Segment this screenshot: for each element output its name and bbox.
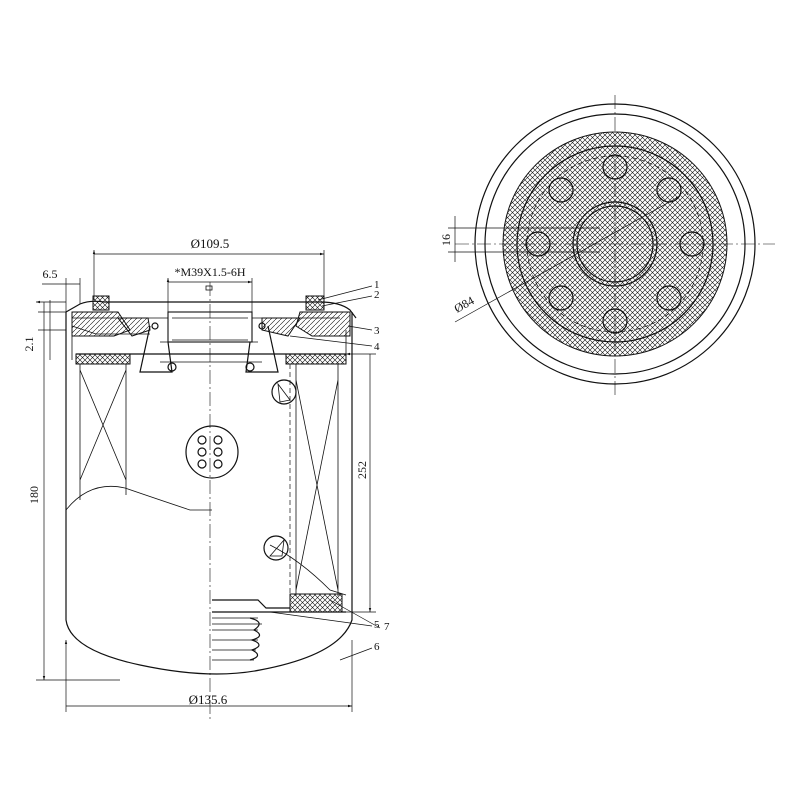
cutaway-line-2: [269, 544, 347, 596]
port-holes: [525, 154, 705, 334]
o-ring-right: [245, 362, 255, 372]
callout-7: 7: [384, 621, 390, 633]
dim-252: 252: [355, 461, 369, 479]
callout-2: 2: [374, 289, 380, 301]
dim-180: 180: [27, 486, 41, 504]
port-hole-4: [656, 285, 682, 311]
dim-2-1: 2.1: [22, 337, 36, 352]
port-hole-8: [548, 177, 574, 203]
dim-line-252: [346, 354, 376, 612]
dim-line-135-6: [66, 640, 352, 712]
gasket-ring: [502, 131, 728, 357]
port-hole-1: [602, 154, 628, 180]
centre-thread-outer: [572, 201, 658, 287]
upper-end-cap-left: [75, 353, 131, 365]
valve-hole-5: [197, 459, 207, 469]
seal-ring-right: [258, 322, 266, 330]
callout-5: 5: [374, 619, 380, 631]
cutaway-line: [65, 485, 212, 511]
callout-3: 3: [374, 325, 380, 337]
gasket-left: [92, 295, 110, 311]
port-hole-3: [679, 231, 705, 257]
dim-line-thread: [168, 278, 252, 312]
hub-flange: [160, 341, 262, 363]
callout-1: 1: [374, 279, 380, 291]
dim-line-84: [454, 195, 681, 323]
dim-6-5: 6.5: [43, 267, 58, 281]
hub-label-mark: [205, 285, 213, 291]
dim-135-6: Ø135.6: [189, 692, 228, 707]
anti-drain-valve-bottom: [263, 535, 289, 561]
dim-line-16: [448, 216, 600, 262]
o-ring-left: [167, 362, 177, 372]
lower-end-cap: [289, 593, 343, 613]
port-hole-7: [525, 231, 551, 257]
valve-hole-6: [213, 459, 223, 469]
dim-line-109-5: [94, 250, 324, 300]
gasket-ring-inner: [516, 145, 714, 343]
media-left: [79, 364, 127, 500]
canister-body: [65, 312, 353, 675]
dim-16: 16: [439, 234, 453, 246]
side-section-view: [36, 250, 381, 720]
anti-drain-arrow-bottom: [269, 538, 285, 557]
anti-drain-arrow-top: [277, 382, 291, 403]
valve-hole-1: [197, 435, 207, 445]
base-plate-right: [295, 311, 351, 337]
dim-line-2-1: [38, 300, 66, 360]
dim-thread: *M39X1.5-6H: [175, 265, 246, 279]
media-right: [295, 364, 339, 596]
lower-cap-flange: [212, 599, 346, 613]
bolt-circle: [526, 155, 704, 333]
callout-4: 4: [374, 341, 380, 353]
dim-109-5: Ø109.5: [191, 236, 230, 251]
valve-hole-2: [213, 435, 223, 445]
centre-thread-inner: [576, 205, 654, 283]
port-hole-6: [548, 285, 574, 311]
callout-6: 6: [374, 641, 380, 653]
valve-hole-4: [213, 447, 223, 457]
hub-walls: [139, 325, 279, 373]
base-plate-left: [71, 311, 131, 337]
bypass-valve-outer: [185, 425, 239, 479]
top-view: [448, 95, 775, 395]
valve-hole-3: [197, 447, 207, 457]
outer-ring-1: [474, 103, 756, 385]
dim-ticks-6-5: [65, 278, 81, 312]
outer-ring-2: [484, 113, 746, 375]
upper-end-cap-right: [285, 353, 347, 365]
cover-plate: [65, 300, 357, 319]
anti-drain-valve-top: [271, 379, 297, 405]
leader-lines: [269, 285, 381, 661]
retainer-right: [261, 317, 301, 337]
seal-ring-left: [151, 322, 159, 330]
retainer-left: [116, 317, 151, 337]
gasket-right: [305, 295, 325, 311]
port-hole-5: [602, 308, 628, 334]
